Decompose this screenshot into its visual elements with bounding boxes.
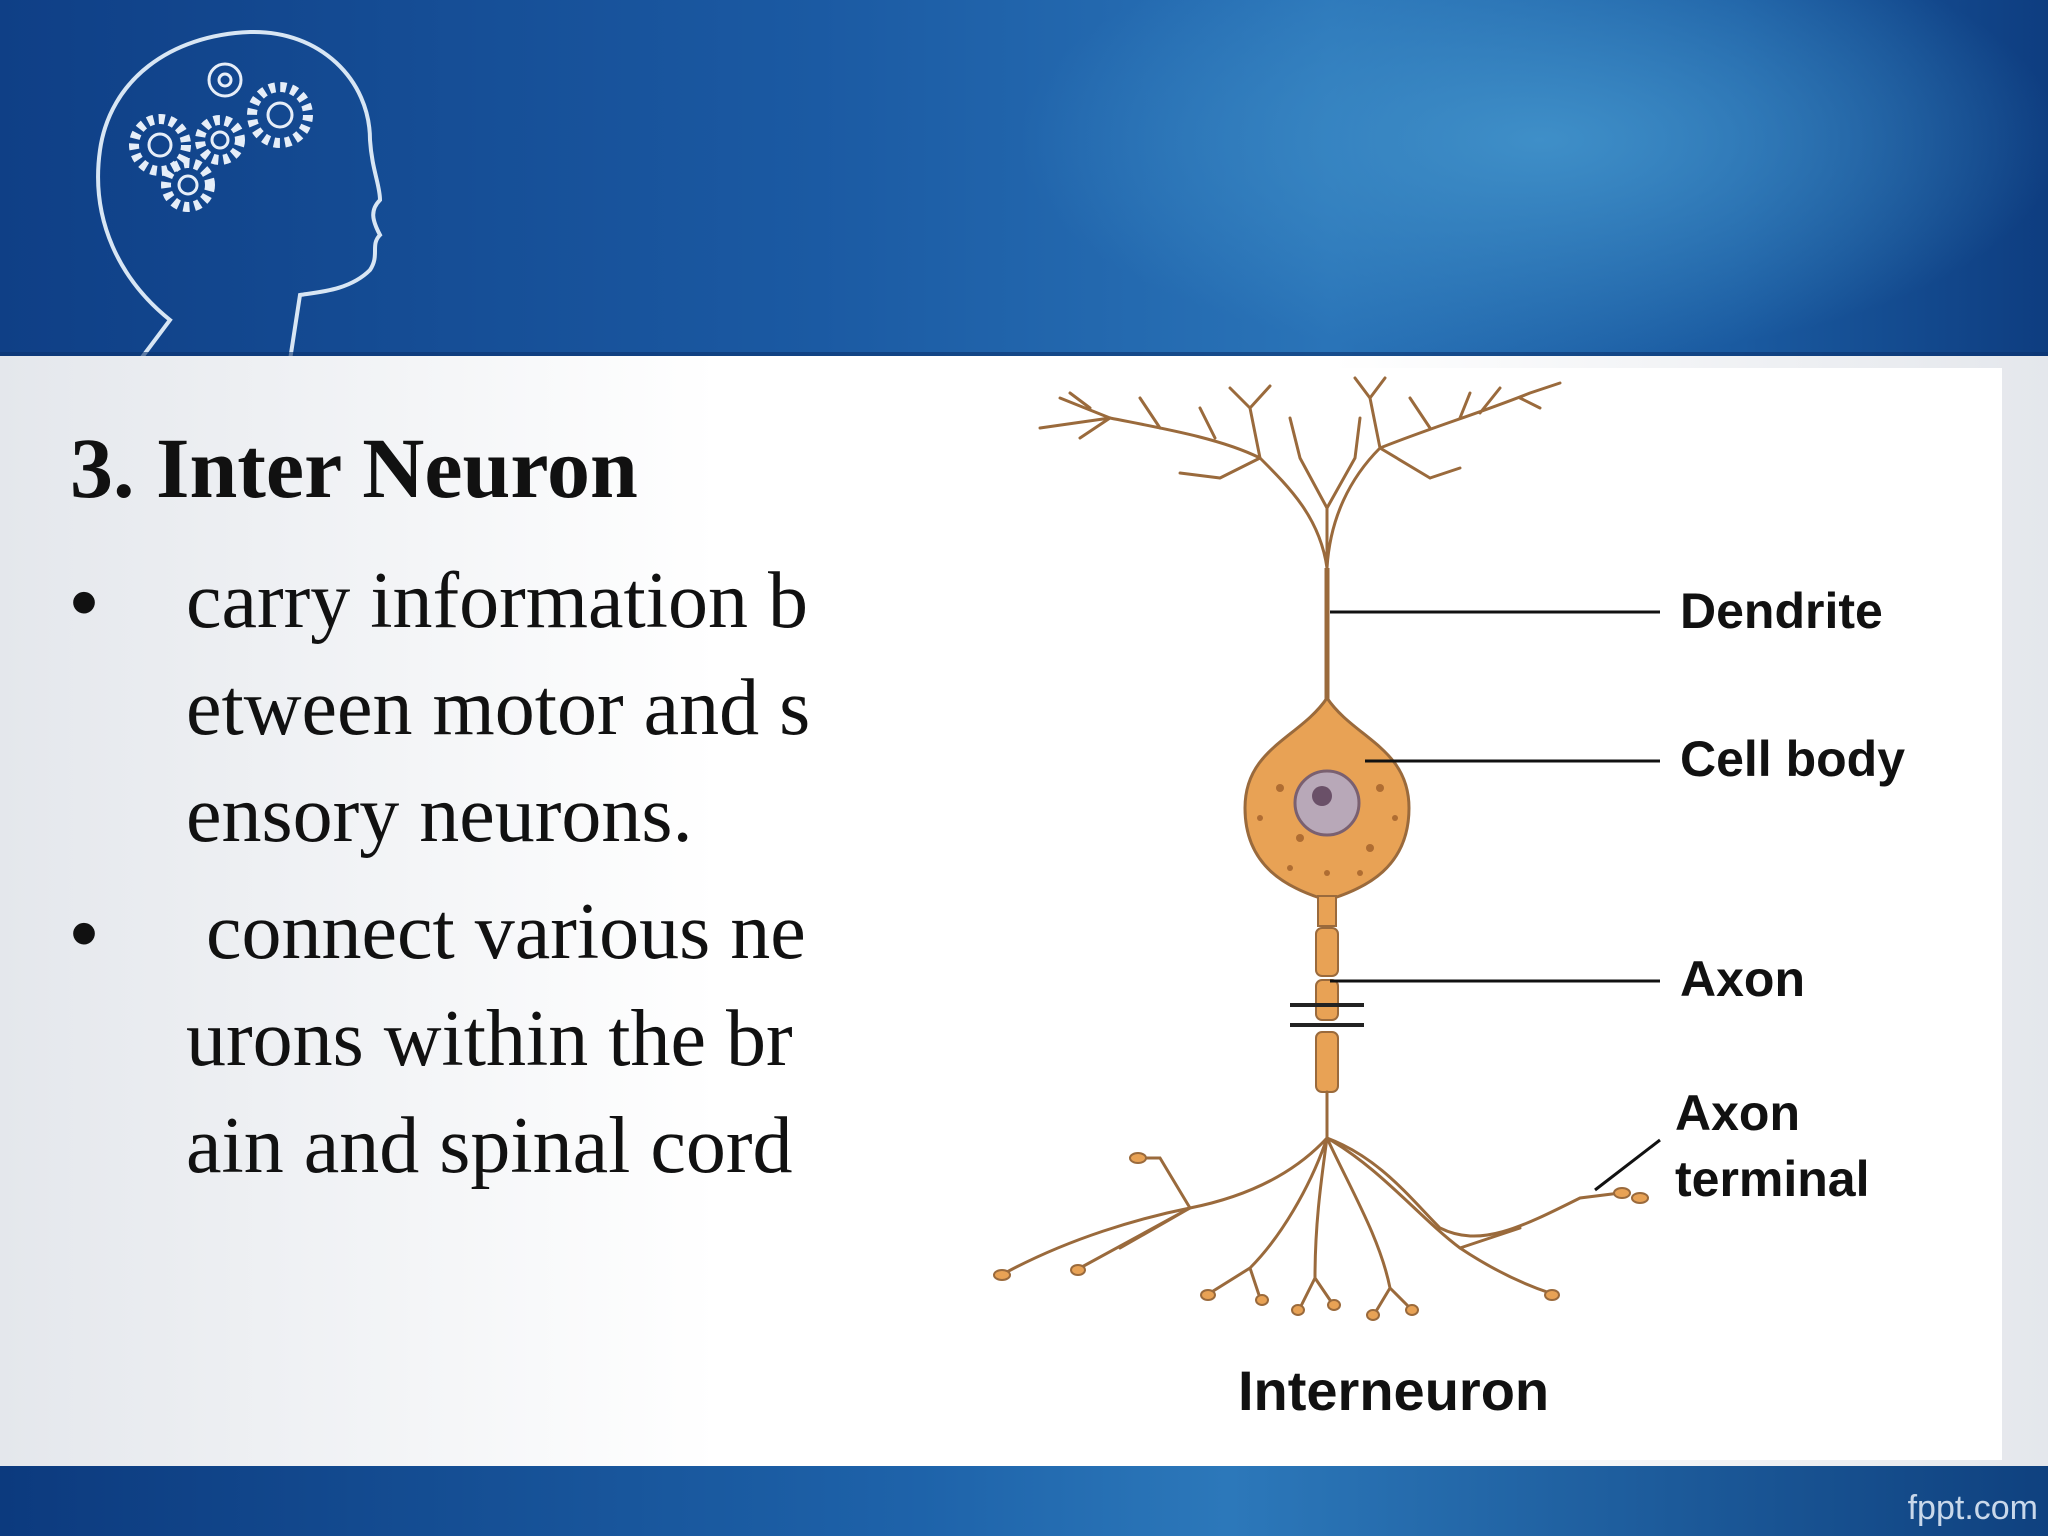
header-divider — [0, 352, 2048, 358]
label-cell-body: Cell body — [1680, 731, 1905, 787]
bullet-item: • connect various ne urons within the br… — [70, 879, 970, 1200]
figure-caption: Interneuron — [1238, 1359, 1549, 1422]
axon-segment — [1315, 1031, 1339, 1093]
bullet-text-line: urons within the br — [186, 995, 793, 1083]
axon-hillock — [1317, 895, 1337, 927]
slide-header-banner — [0, 0, 2048, 360]
interneuron-diagram: Dendrite Cell body Axon Axon terminal In… — [960, 368, 2002, 1460]
label-dendrite: Dendrite — [1680, 583, 1883, 639]
bullet-marker: • — [70, 888, 99, 977]
footer-brand: fppt.com — [1907, 1489, 2038, 1527]
bullet-text-line: connect various ne — [186, 888, 806, 976]
label-leader-lines — [1330, 610, 1661, 1192]
bullet-marker: • — [70, 557, 99, 646]
bullet-text-line: etween motor and s — [186, 664, 811, 752]
slide-footer-banner: fppt.com — [0, 1466, 2048, 1536]
axon-segment — [1315, 979, 1339, 1021]
terminal-boutons — [993, 1152, 1649, 1321]
slide-title: 3. Inter Neuron — [70, 420, 638, 516]
axon-terminal-branches — [1003, 1090, 1622, 1315]
dendrite-branches — [1038, 376, 1562, 570]
head-with-gears-icon — [96, 29, 383, 360]
cell-body-granules — [1257, 784, 1398, 876]
label-axon-terminal-line1: Axon — [1675, 1085, 1800, 1141]
nucleolus — [1312, 786, 1332, 806]
label-axon: Axon — [1680, 951, 1805, 1007]
bullet-text-line: ain and spinal cord — [186, 1102, 793, 1190]
neuron-illustration: Dendrite Cell body Axon Axon terminal In… — [993, 376, 1905, 1422]
label-axon-terminal-line2: terminal — [1675, 1151, 1870, 1207]
bullet-list: • carry information b etween motor and s… — [70, 548, 970, 1210]
bullet-text-line: ensory neurons. — [186, 771, 693, 859]
axon-break-marks — [1290, 1003, 1364, 1027]
axon-segment — [1315, 927, 1339, 977]
bullet-item: • carry information b etween motor and s… — [70, 548, 970, 869]
bullet-text-line: carry information b — [186, 557, 808, 645]
